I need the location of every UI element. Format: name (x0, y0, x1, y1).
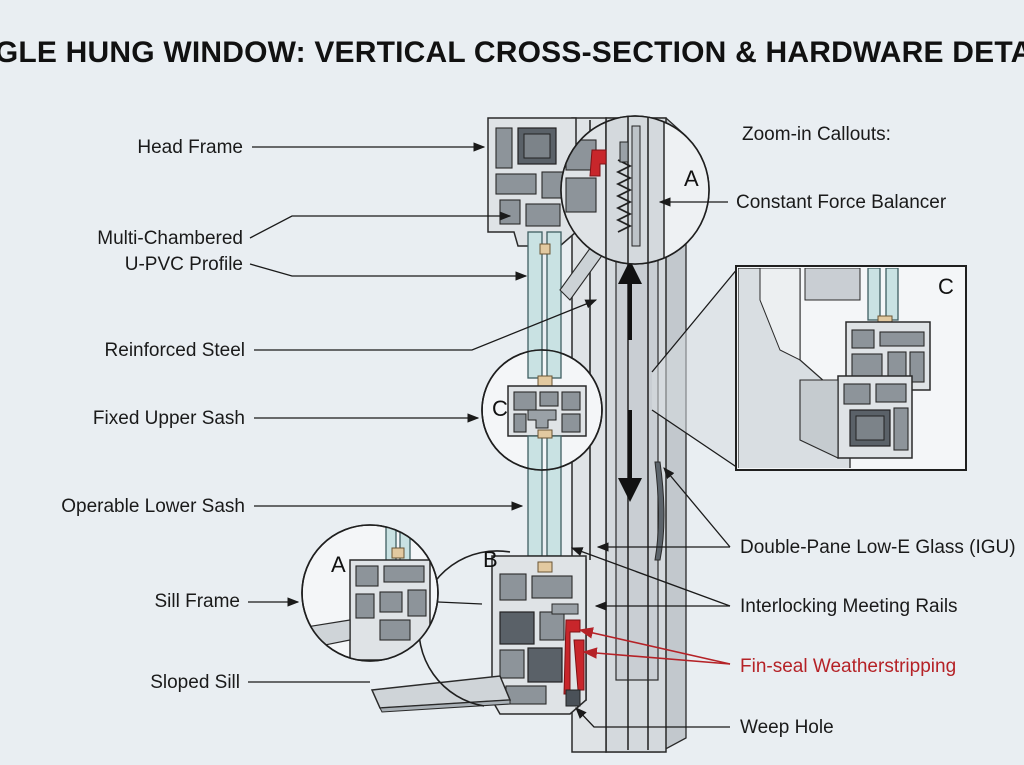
zoom-circle-c-middle (481, 349, 603, 471)
leader-multi-chambered-bottom (249, 263, 528, 281)
label-weep-hole: Weep Hole (740, 717, 834, 738)
label-double-pane-glass: Double-Pane Low-E Glass (IGU) (740, 537, 1016, 558)
label-interlocking-meeting-rails: Interlocking Meeting Rails (740, 596, 958, 617)
fin-seal-strip-2 (573, 639, 585, 691)
inset-box-c (735, 265, 967, 471)
leader-fin-seal-2 (582, 647, 731, 665)
label-head-frame: Head Frame (137, 137, 243, 158)
label-constant-force-balancer: Constant Force Balancer (736, 192, 947, 213)
label-zoom-callouts: Zoom-in Callouts: (742, 124, 891, 145)
sill-steel-core (499, 611, 535, 645)
leader-weep-hole (575, 707, 730, 728)
callout-letter-a-top: A (684, 166, 699, 191)
label-multi-chambered-line1: Multi-Chambered (97, 228, 243, 249)
callout-letter-a-left: A (331, 552, 346, 577)
zoom-circle-a-top (560, 115, 710, 265)
label-fixed-upper-sash: Fixed Upper Sash (93, 408, 245, 429)
label-sill-frame: Sill Frame (154, 591, 240, 612)
leader-fin-seal-1 (578, 627, 731, 665)
leader-double-pane-glass-2 (663, 467, 731, 548)
callout-letter-b: B (483, 547, 498, 572)
callout-letter-c-inset: C (938, 274, 954, 299)
leader-multi-chambered-top (249, 211, 512, 239)
sill-frame-profile (491, 555, 587, 715)
label-fin-seal-weatherstripping: Fin-seal Weatherstripping (740, 656, 956, 677)
head-seal (589, 149, 607, 177)
leader-interlocking-meeting-rails-2 (570, 547, 731, 607)
inset-projection-cone (652, 268, 738, 468)
callout-letter-c-middle: C (492, 396, 508, 421)
label-sloped-sill: Sloped Sill (150, 672, 240, 693)
zoom-circle-a-left (301, 524, 439, 662)
label-multi-chambered-line2: U-PVC Profile (125, 254, 243, 275)
label-operable-lower-sash: Operable Lower Sash (61, 496, 245, 517)
balancer-spring (615, 159, 633, 233)
weep-hole-opening (565, 689, 581, 707)
leader-reinforced-steel (254, 299, 598, 351)
page-title: SINGLE HUNG WINDOW: VERTICAL CROSS-SECTI… (0, 36, 1024, 69)
label-reinforced-steel: Reinforced Steel (105, 340, 245, 361)
fin-seal-strip-1 (563, 619, 581, 695)
